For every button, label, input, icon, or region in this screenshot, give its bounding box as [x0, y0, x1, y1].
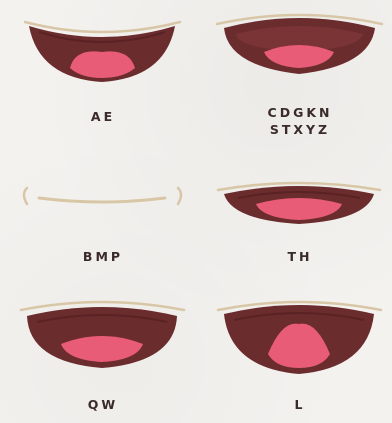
viseme-label-th: TH [240, 248, 360, 266]
viseme-label-bmp: BMP [48, 248, 158, 266]
mouth-l-icon [212, 296, 387, 382]
viseme-label-qw: QW [48, 396, 158, 414]
mouth-open-cdgkn-icon [212, 8, 387, 90]
mouth-closed-bmp-icon [15, 170, 190, 220]
viseme-label-cdgkn-stxyz: CDGKN STXYZ [240, 104, 360, 138]
viseme-label-ae: AE [48, 108, 158, 126]
mouth-round-qw-icon [15, 298, 190, 378]
mouth-th-icon [212, 176, 387, 236]
mouth-open-ae-icon [15, 8, 190, 98]
viseme-label-l: L [240, 396, 360, 414]
